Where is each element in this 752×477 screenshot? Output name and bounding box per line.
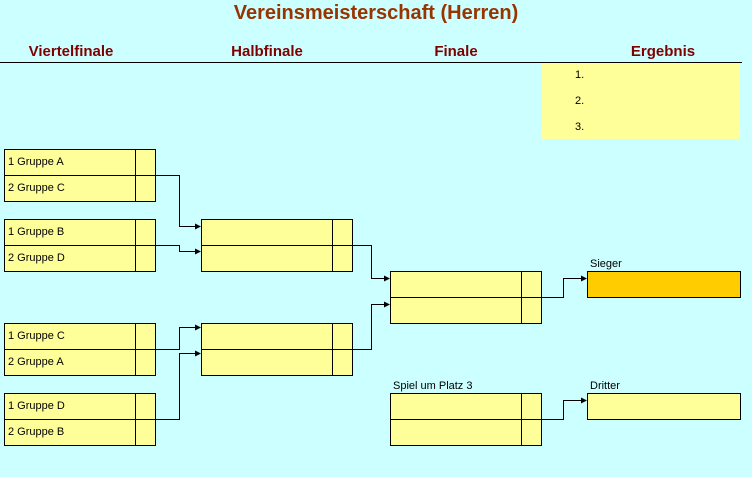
sf2-team2-cell[interactable]	[201, 349, 333, 376]
sf1-team2-cell[interactable]	[201, 245, 333, 272]
qf1-team2-cell[interactable]: 2 Gruppe C	[4, 175, 136, 202]
header-divider	[0, 62, 742, 63]
column-header-ergebnis: Ergebnis	[630, 43, 696, 60]
sieger-label: Sieger	[590, 258, 622, 270]
page-title: Vereinsmeisterschaft (Herren)	[233, 2, 519, 24]
connector-sf1-final	[353, 245, 390, 282]
sf2-team2-score[interactable]	[332, 349, 353, 376]
qf4-team2-cell[interactable]: 2 Gruppe B	[4, 419, 136, 446]
dritter-cell[interactable]	[587, 393, 741, 420]
p3-team2-score[interactable]	[521, 419, 542, 446]
qf3-team2-score[interactable]	[135, 349, 156, 376]
final-team2-cell[interactable]	[390, 297, 522, 324]
connector-final-sieger	[542, 275, 587, 298]
column-header-finale: Finale	[434, 43, 478, 60]
sf1-team1-cell[interactable]	[201, 219, 333, 246]
column-header-halbfinale: Halbfinale	[231, 43, 303, 60]
qf4-team2-score[interactable]	[135, 419, 156, 446]
qf2-team2-score[interactable]	[135, 245, 156, 272]
qf2-team2-cell[interactable]: 2 Gruppe D	[4, 245, 136, 272]
rank-2-label: 2.	[575, 95, 585, 107]
p3-team2-cell[interactable]	[390, 419, 522, 446]
qf1-team2-score[interactable]	[135, 175, 156, 202]
dritter-label: Dritter	[590, 380, 620, 392]
connector-qf3-sf2	[156, 324, 201, 350]
sf1-team2-score[interactable]	[332, 245, 353, 272]
column-header-viertelfinale: Viertelfinale	[28, 43, 114, 60]
platz3-label: Spiel um Platz 3	[393, 380, 473, 392]
connector-qf1-sf1	[156, 175, 201, 230]
ergebnis-box: 1. 2. 3.	[541, 63, 740, 139]
qf3-team1-cell[interactable]: 1 Gruppe C	[4, 323, 136, 350]
qf3-team2-cell[interactable]: 2 Gruppe A	[4, 349, 136, 376]
final-team1-cell[interactable]	[390, 271, 522, 298]
rank-3-label: 3.	[575, 121, 585, 133]
final-team2-score[interactable]	[521, 297, 542, 324]
qf2-team1-cell[interactable]: 1 Gruppe B	[4, 219, 136, 246]
connector-qf2-sf1	[156, 245, 201, 255]
connector-qf4-sf2	[156, 350, 201, 420]
connector-sf2-final	[353, 301, 390, 350]
connector-p3-dritter	[542, 397, 587, 420]
sieger-cell[interactable]	[587, 271, 741, 298]
rank-1-label: 1.	[575, 69, 585, 81]
